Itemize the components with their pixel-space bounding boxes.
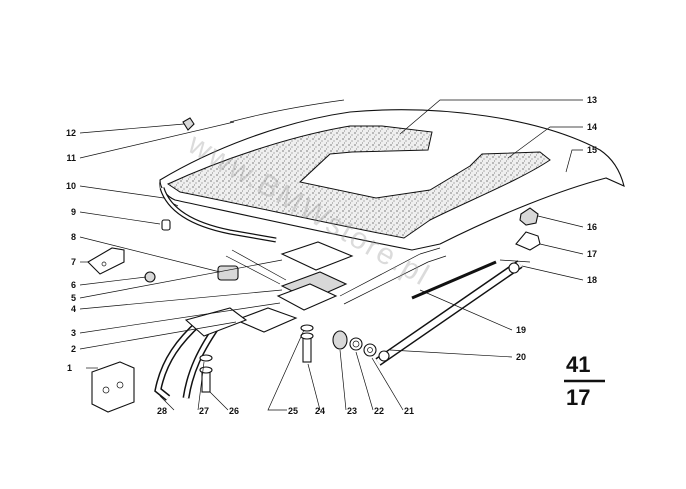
callout-8: 8 — [71, 232, 76, 242]
callout-labels: 1 2 3 4 5 6 7 8 9 10 11 12 13 14 15 16 1… — [66, 95, 597, 416]
hinge-base — [91, 361, 135, 413]
callout-2: 2 — [71, 344, 76, 354]
bracket-7 — [87, 247, 125, 275]
bushing-23 — [332, 330, 348, 350]
callout-7: 7 — [71, 257, 76, 267]
callout-25: 25 — [288, 406, 298, 416]
support-rod — [229, 99, 345, 123]
callout-22: 22 — [374, 406, 384, 416]
callout-14: 14 — [587, 122, 597, 132]
callout-24: 24 — [315, 406, 325, 416]
buffer-8 — [217, 265, 239, 281]
callout-12: 12 — [66, 128, 76, 138]
callout-10: 10 — [66, 181, 76, 191]
callout-16: 16 — [587, 222, 597, 232]
callout-6: 6 — [71, 280, 76, 290]
callout-1: 1 — [67, 363, 72, 373]
callout-17: 17 — [587, 249, 597, 259]
washer-22 — [349, 337, 363, 351]
callout-21: 21 — [404, 406, 414, 416]
fastener-21 — [363, 343, 377, 357]
callout-9: 9 — [71, 207, 76, 217]
callout-13: 13 — [587, 95, 597, 105]
callout-19: 19 — [516, 325, 526, 335]
leader-lines — [79, 99, 584, 411]
page-number: 17 — [566, 385, 590, 410]
callout-15: 15 — [587, 145, 597, 155]
bolt-24 — [300, 332, 314, 363]
callout-28: 28 — [157, 406, 167, 416]
washer-25 — [300, 324, 314, 332]
screw-6 — [144, 271, 156, 283]
hinge-plates — [225, 241, 354, 333]
callout-20: 20 — [516, 352, 526, 362]
callout-4: 4 — [71, 304, 76, 314]
callout-23: 23 — [347, 406, 357, 416]
callout-27: 27 — [199, 406, 209, 416]
nut-16 — [519, 207, 539, 226]
group-number-block: 41 17 — [564, 352, 605, 410]
seal-strip — [159, 187, 277, 243]
insulation-mat — [166, 125, 551, 239]
stay-strut — [375, 259, 531, 366]
bracket-17 — [515, 231, 541, 251]
washer-27 — [199, 354, 213, 362]
clip-part — [182, 117, 195, 131]
hinge-arms — [154, 247, 447, 401]
callout-5: 5 — [71, 293, 76, 303]
callout-26: 26 — [229, 406, 239, 416]
clip-9 — [161, 219, 171, 231]
callout-18: 18 — [587, 275, 597, 285]
callout-11: 11 — [66, 153, 76, 163]
callout-3: 3 — [71, 328, 76, 338]
group-number: 41 — [566, 352, 590, 377]
